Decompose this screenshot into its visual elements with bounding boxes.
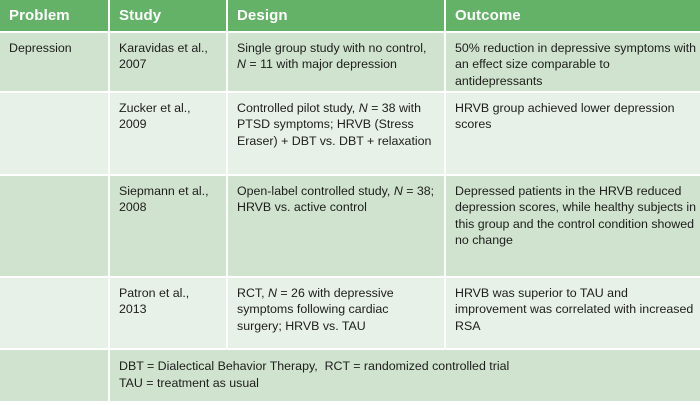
column-header-problem: Problem xyxy=(0,0,108,31)
cell-study: Zucker et al., 2009 xyxy=(110,93,226,174)
footnote-spacer xyxy=(0,350,108,401)
design-text-pre: Single group study with no control, xyxy=(237,41,427,55)
cell-design: Controlled pilot study, N = 38 with PTSD… xyxy=(228,93,444,174)
column-header-design: Design xyxy=(228,0,444,31)
cell-problem xyxy=(0,93,108,174)
cell-outcome: HRVB group achieved lower depression sco… xyxy=(446,93,700,174)
design-text-pre: RCT, xyxy=(237,286,268,300)
footnote-line-2: TAU = treatment as usual xyxy=(119,375,259,390)
cell-outcome: 50% reduction in depressive symptoms wit… xyxy=(446,33,700,91)
cell-design: RCT, N = 26 with depressive symptoms fol… xyxy=(228,278,444,348)
design-text-pre: Open-label controlled study, xyxy=(237,184,394,198)
design-text-post: = 26 with depressive symptoms following … xyxy=(237,286,394,333)
design-text-post: = 38; HRVB vs. active control xyxy=(237,184,435,215)
design-n-symbol: N xyxy=(237,57,246,72)
cell-study: Siepmann et al., 2008 xyxy=(110,176,226,276)
design-text-pre: Controlled pilot study, xyxy=(237,101,359,115)
cell-study: Karavidas et al., 2007 xyxy=(110,33,226,91)
cell-outcome: Depressed patients in the HRVB reduced d… xyxy=(446,176,700,276)
table-row: Patron et al., 2013 RCT, N = 26 with dep… xyxy=(0,278,700,350)
footnote-cell: DBT = Dialectical Behavior Therapy, RCT … xyxy=(110,350,700,401)
cell-problem: Depression xyxy=(0,33,108,91)
table-header-row: Problem Study Design Outcome xyxy=(0,0,700,33)
column-header-study: Study xyxy=(110,0,226,31)
cell-design: Open-label controlled study, N = 38; HRV… xyxy=(228,176,444,276)
design-n-symbol: N xyxy=(267,286,277,300)
column-header-outcome: Outcome xyxy=(446,0,700,31)
table-row: Siepmann et al., 2008 Open-label control… xyxy=(0,176,700,278)
table-footnote-row: DBT = Dialectical Behavior Therapy, RCT … xyxy=(0,350,700,403)
design-text-post: = 38 with PTSD symptoms; HRVB (Stress Er… xyxy=(237,101,432,148)
cell-problem xyxy=(0,278,108,348)
design-n-symbol: N xyxy=(393,184,403,198)
cell-study: Patron et al., 2013 xyxy=(110,278,226,348)
cell-outcome: HRVB was superior to TAU and improvement… xyxy=(446,278,700,348)
cell-problem xyxy=(0,176,108,276)
design-text-post: = 11 with major depression xyxy=(245,57,397,72)
design-n-symbol: N xyxy=(358,101,368,115)
cell-design: Single group study with no control, N = … xyxy=(228,33,444,91)
footnote-line-1: DBT = Dialectical Behavior Therapy, RCT … xyxy=(119,359,510,373)
table-row: Zucker et al., 2009 Controlled pilot stu… xyxy=(0,93,700,176)
table-row: Depression Karavidas et al., 2007 Single… xyxy=(0,33,700,93)
